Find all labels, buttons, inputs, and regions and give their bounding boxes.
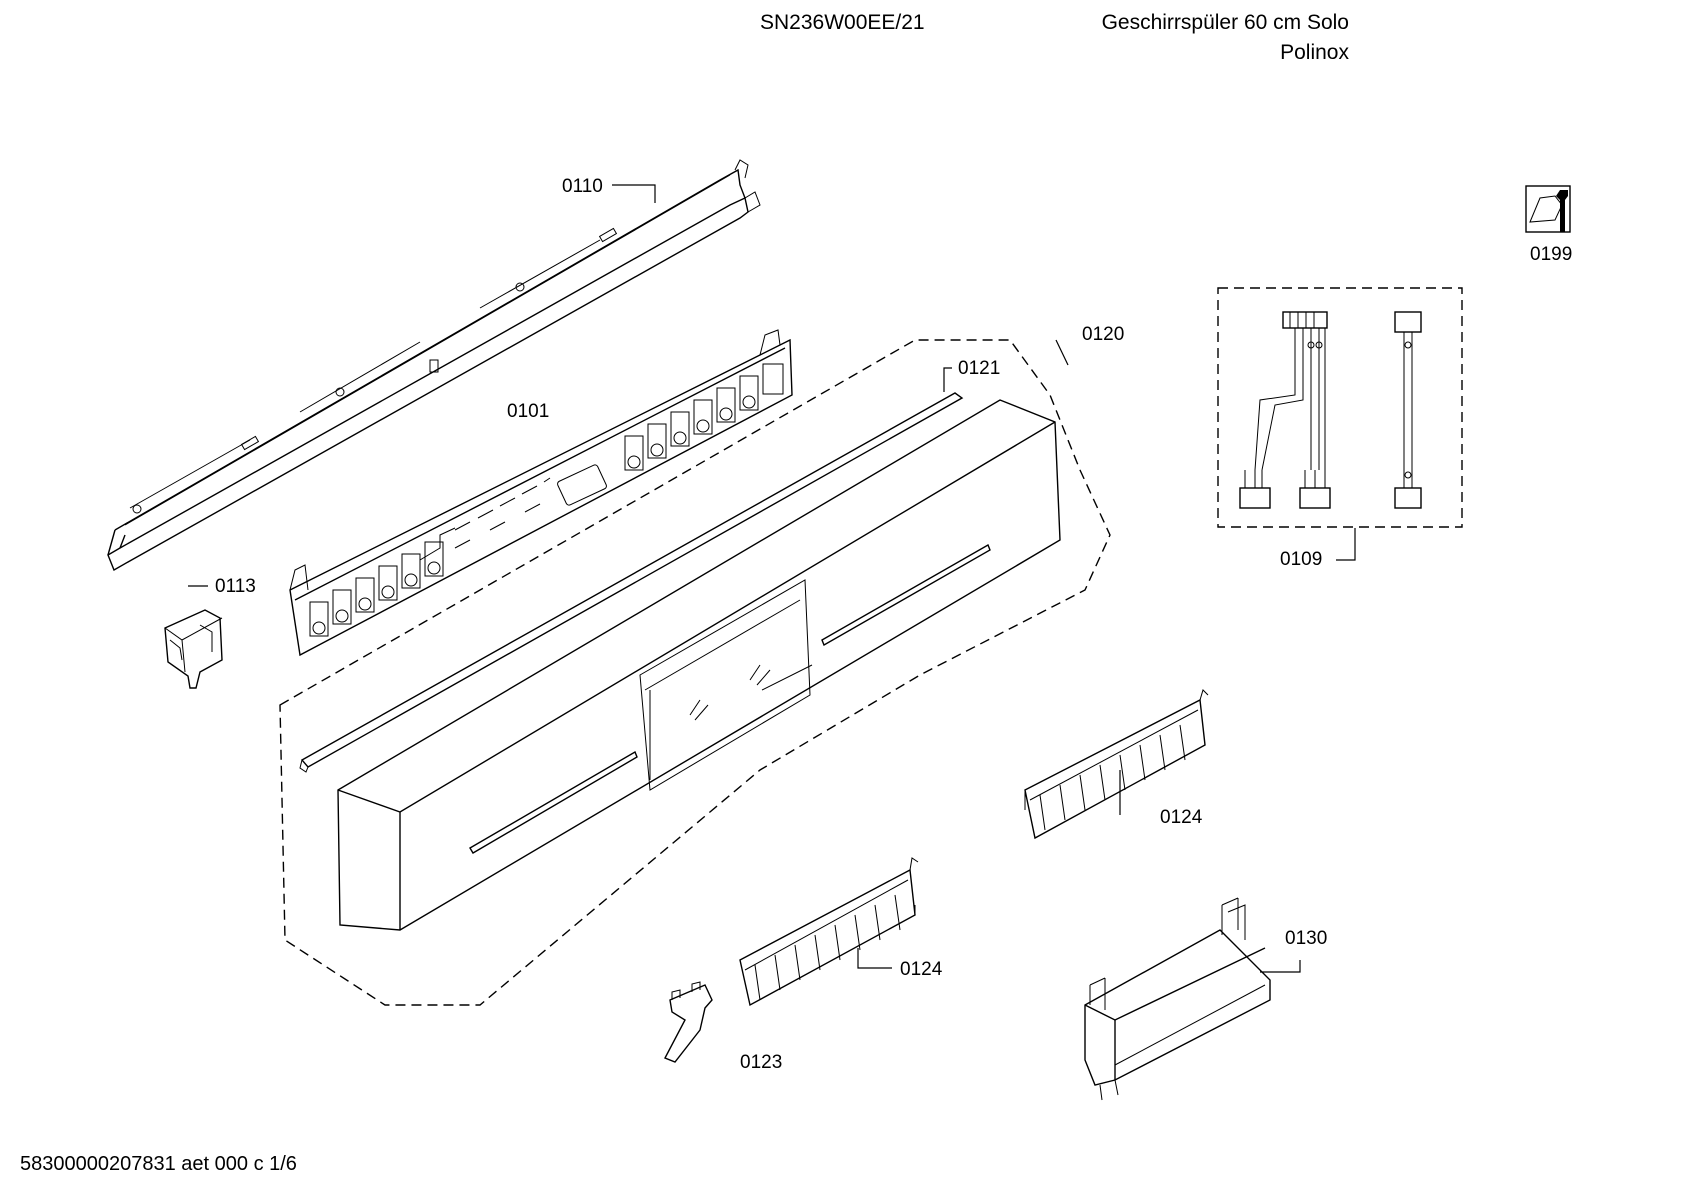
part-0124-button-strip-lower[interactable] [739,857,919,1007]
appliance-title: Geschirrspüler 60 cm Solo [1101,11,1349,34]
label-0120: 0120 [1082,324,1124,345]
label-0124-lower: 0124 [900,959,943,980]
label-0121: 0121 [958,358,1000,379]
assembly-0120-boundary [279,339,1111,1006]
label-0199: 0199 [1530,244,1572,265]
appliance-subtitle: Polinox [1280,41,1349,64]
label-0124-right: 0124 [1160,807,1203,828]
wrench-icon [1525,185,1571,233]
part-0110-rail[interactable] [107,159,761,572]
document-id: 58300000207831 aet 000 c 1/6 [20,1153,297,1175]
label-0110: 0110 [562,176,603,197]
part-0109-wiring-harness[interactable] [1217,287,1463,528]
label-0101: 0101 [507,401,549,422]
label-0113: 0113 [215,576,256,597]
label-0123: 0123 [740,1052,782,1073]
part-0101-control-module[interactable] [289,329,793,657]
part-0121-seal-strip[interactable] [299,392,964,773]
part-0123-bracket[interactable] [664,981,713,1063]
part-0130-housing[interactable] [1084,897,1271,1101]
part-0120-control-panel[interactable] [337,399,1061,931]
part-0124-button-strip-right[interactable] [1024,689,1209,840]
model-number: SN236W00EE/21 [760,11,925,34]
label-0109: 0109 [1280,549,1322,570]
part-0113-clip[interactable] [164,609,223,689]
label-0130: 0130 [1285,928,1327,949]
